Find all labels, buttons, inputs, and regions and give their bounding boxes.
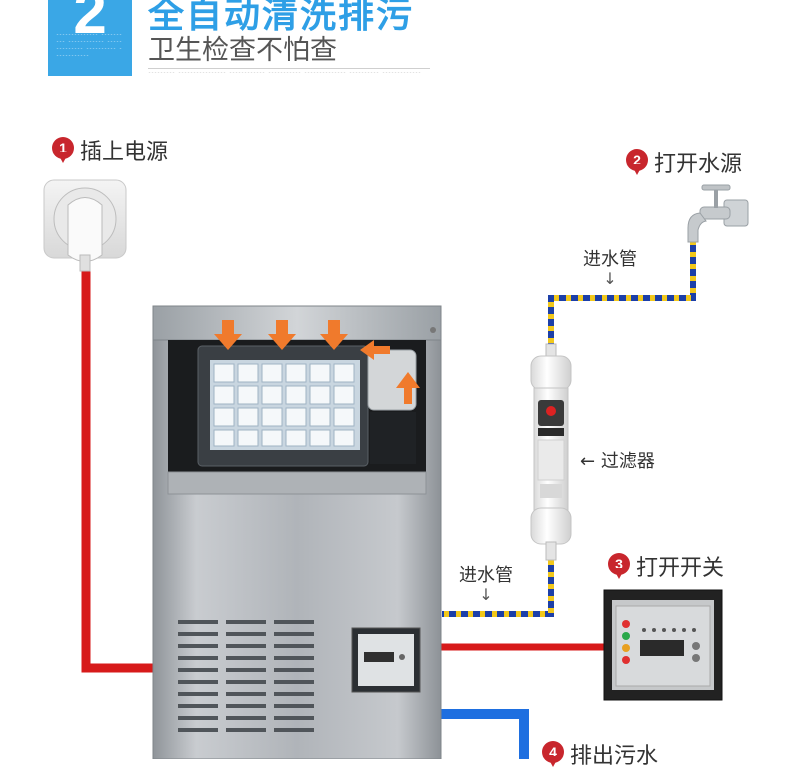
ice-machine	[152, 305, 442, 759]
step-pin-icon: 1	[52, 137, 74, 163]
header-divider	[148, 68, 430, 69]
down-arrow-icon: ↓	[603, 269, 617, 288]
step-1: 1 插上电源	[52, 134, 168, 166]
step-1-label: 插上电源	[80, 140, 169, 165]
ice-cubes	[213, 363, 355, 447]
inlet-pipe-top-label: 进水管	[583, 249, 637, 270]
inlet-hose	[442, 240, 696, 617]
inlet-pipe-top-callout: 进水管 ↓	[583, 245, 637, 287]
step-4: 4 排出污水	[542, 738, 658, 770]
header-fine-print: --------- ---------------- ------------ …	[148, 70, 422, 76]
step-number-badge: 2 -------------- ---------- ------------…	[48, 0, 132, 76]
inlet-pipe-bottom-callout: 进水管 ↓	[459, 561, 513, 603]
step-4-label: 排出污水	[570, 744, 659, 769]
page-subheadline: 卫生检查不怕查	[148, 35, 337, 66]
badge-fine-print: -------------- ---------- ------------ -…	[56, 32, 123, 59]
step-number: 2	[73, 0, 107, 46]
filter-callout: ← 过滤器	[580, 447, 655, 473]
power-cable	[81, 268, 172, 673]
down-arrow-icon: ↓	[479, 585, 493, 604]
step-3-label: 打开开关	[636, 556, 725, 581]
water-flow-arrows	[214, 320, 420, 404]
step-2-label: 打开水源	[654, 152, 743, 177]
left-arrow-icon: ←	[580, 451, 596, 472]
step-pin-icon: 3	[608, 553, 630, 579]
control-panel	[603, 589, 723, 701]
page-headline: 全自动清洗排污	[148, 0, 415, 36]
step-pin-icon: 4	[542, 741, 564, 767]
vent-grille	[178, 620, 314, 732]
step-pin-icon: 2	[626, 149, 648, 175]
step-3: 3 打开开关	[608, 550, 724, 582]
inlet-pipe-bottom-label: 进水管	[459, 565, 513, 586]
water-filter	[530, 343, 572, 561]
drain-pipe	[440, 709, 529, 759]
water-faucet-icon	[687, 184, 749, 243]
power-socket	[43, 179, 127, 272]
filter-label: 过滤器	[600, 451, 655, 472]
step-2: 2 打开水源	[626, 146, 742, 178]
